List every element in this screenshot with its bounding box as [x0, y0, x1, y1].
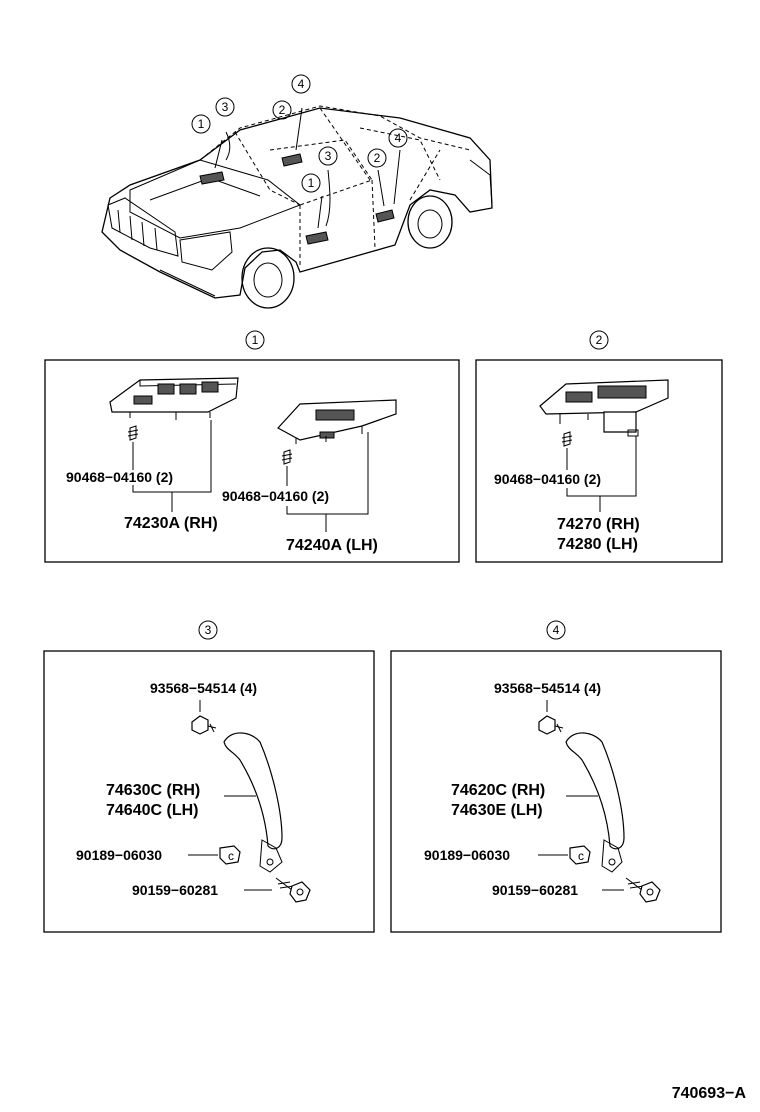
- panel-3-part-rh-label: 74630C (RH): [106, 782, 200, 799]
- panel-3-part-lh-label: 74640C (LH): [106, 802, 198, 819]
- car-overview: 1 3 2 4 3 1 2 4: [101, 74, 493, 309]
- svg-text:c: c: [578, 849, 584, 863]
- panel-1-header: 1: [252, 333, 259, 347]
- svg-text:c: c: [228, 849, 234, 863]
- panel-2-part-rh-label: 74270 (RH): [557, 516, 640, 533]
- panel-1: 90468−04160 (2) 74230A (RH) 90468−04160 …: [44, 359, 460, 563]
- callout-1-car-a: 1: [198, 117, 205, 131]
- panel-1-screw-b-label: 90468−04160 (2): [222, 488, 329, 504]
- panel-3-screw-top-label: 93568−54514 (4): [150, 680, 257, 696]
- panel-2: 90468−04160 (2) 74270 (RH) 74280 (LH): [475, 359, 723, 563]
- figure-code: 740693−A: [672, 1085, 747, 1102]
- panel-3-bolt-label: 90159−60281: [132, 882, 218, 898]
- callout-2-car-b: 2: [374, 151, 381, 165]
- panel-2-screw-label: 90468−04160 (2): [494, 471, 601, 487]
- panel-4-header: 4: [553, 623, 560, 637]
- callout-2-car-a: 2: [279, 103, 286, 117]
- panel-3-header: 3: [205, 623, 212, 637]
- callout-1-car-b: 1: [308, 176, 315, 190]
- panel-4-clip-label: 90189−06030: [424, 847, 510, 863]
- panel-3: 93568−54514 (4) 74630C (RH) 74640C (LH) …: [43, 650, 375, 933]
- callout-3-car-b: 3: [325, 149, 332, 163]
- panel-4-part-rh-label: 74620C (RH): [451, 782, 545, 799]
- panel-4-part-lh-label: 74630E (LH): [451, 802, 543, 819]
- panel-2-part-lh-label: 74280 (LH): [557, 536, 638, 553]
- callout-4-car-a: 4: [298, 77, 305, 91]
- callout-4-car-b: 4: [395, 131, 402, 145]
- panel-1-screw-a-label: 90468−04160 (2): [66, 469, 173, 485]
- panel-2-header: 2: [596, 333, 603, 347]
- panel-4: 93568−54514 (4) 74620C (RH) 74630E (LH) …: [390, 650, 722, 933]
- callout-3-car-a: 3: [222, 100, 229, 114]
- panel-4-bolt-label: 90159−60281: [492, 882, 578, 898]
- panel-1-part-lh-label: 74240A (LH): [286, 537, 378, 554]
- panel-3-clip-label: 90189−06030: [76, 847, 162, 863]
- panel-4-screw-top-label: 93568−54514 (4): [494, 680, 601, 696]
- panel-1-part-rh-label: 74230A (RH): [124, 515, 218, 532]
